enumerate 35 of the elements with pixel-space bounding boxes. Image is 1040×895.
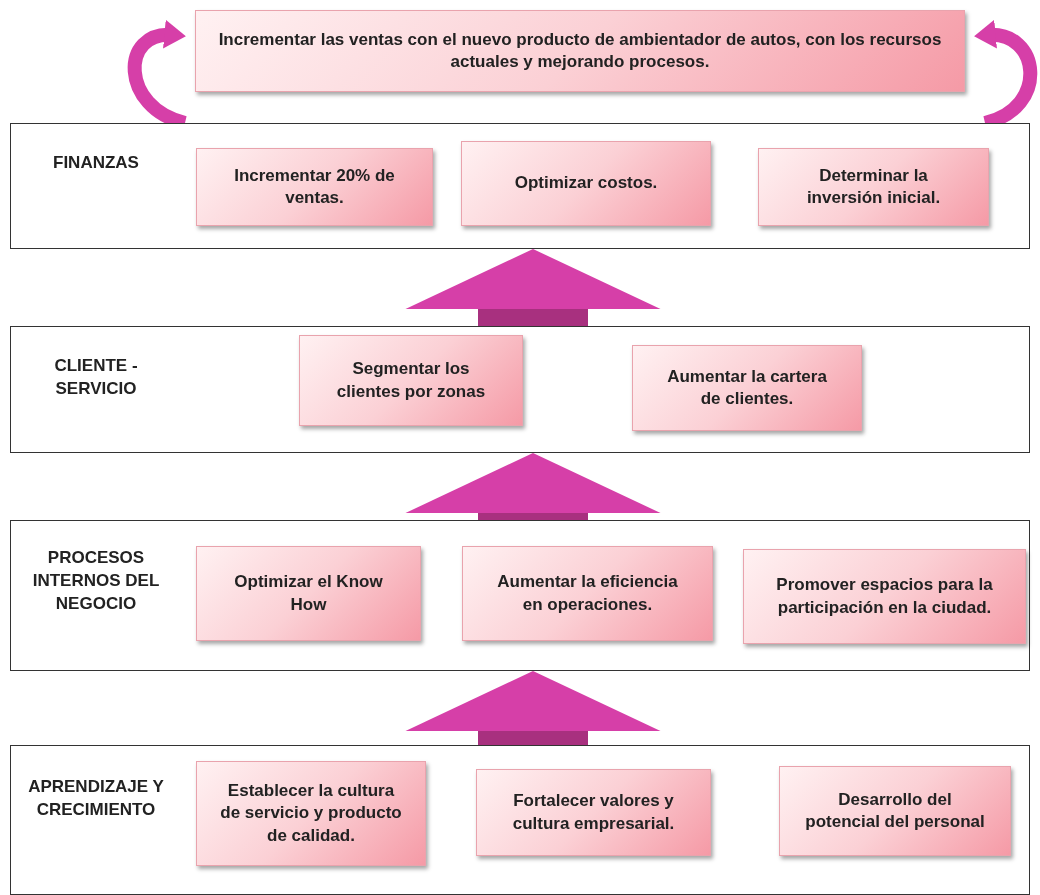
objective-box: [299, 335, 523, 426]
objective-box: [196, 148, 433, 226]
objective-box: [196, 546, 421, 641]
objective-text: Optimizar el Know How: [233, 571, 384, 616]
objective-box: [195, 10, 965, 92]
objective-text: Establecer la cultura de servicio y producto de calidad.: [219, 780, 403, 847]
objective-box: [758, 148, 989, 226]
objective-text: Optimizar costos.: [514, 172, 658, 195]
objective-box: [462, 546, 713, 641]
block-arrow: [405, 249, 661, 326]
perspective-label: APRENDIZAJE Y CRECIMIENTO: [27, 776, 165, 821]
objective-text: Segmentar los clientes por zonas: [335, 358, 487, 403]
objective-text: Incrementar 20% de ventas.: [233, 164, 396, 209]
objective-box: [632, 345, 862, 431]
objective-text: Desarrollo del potencial del personal: [804, 788, 986, 833]
perspective-band: [10, 520, 1030, 671]
objective-text: Promover espacios para la participación en la ciudad.: [775, 574, 994, 619]
perspective-band: [10, 123, 1030, 249]
objective-box: [779, 766, 1011, 856]
perspective-label: FINANZAS: [52, 152, 140, 174]
objective-box: [476, 769, 711, 856]
objective-text: Aumentar la eficiencia en operaciones.: [496, 571, 679, 616]
objective-box: [461, 141, 711, 226]
objective-box: [196, 761, 426, 866]
block-arrow: [405, 671, 661, 745]
objective-text: Determinar la inversión inicial.: [805, 164, 942, 209]
perspective-band: [10, 326, 1030, 453]
perspective-band: [10, 745, 1030, 895]
objective-text: Incrementar las ventas con el nuevo producto de ambientador de autos, con los recursos actuales y mejorando procesos.: [218, 28, 942, 73]
perspective-label: PROCESOS INTERNOS DEL NEGOCIO: [31, 547, 161, 615]
objective-box: [743, 549, 1026, 644]
objective-text: Aumentar la cartera de clientes.: [666, 365, 828, 410]
objective-text: Fortalecer valores y cultura empresarial.: [511, 790, 676, 835]
perspective-label: CLIENTE - SERVICIO: [53, 355, 139, 400]
block-arrow: [405, 453, 661, 520]
